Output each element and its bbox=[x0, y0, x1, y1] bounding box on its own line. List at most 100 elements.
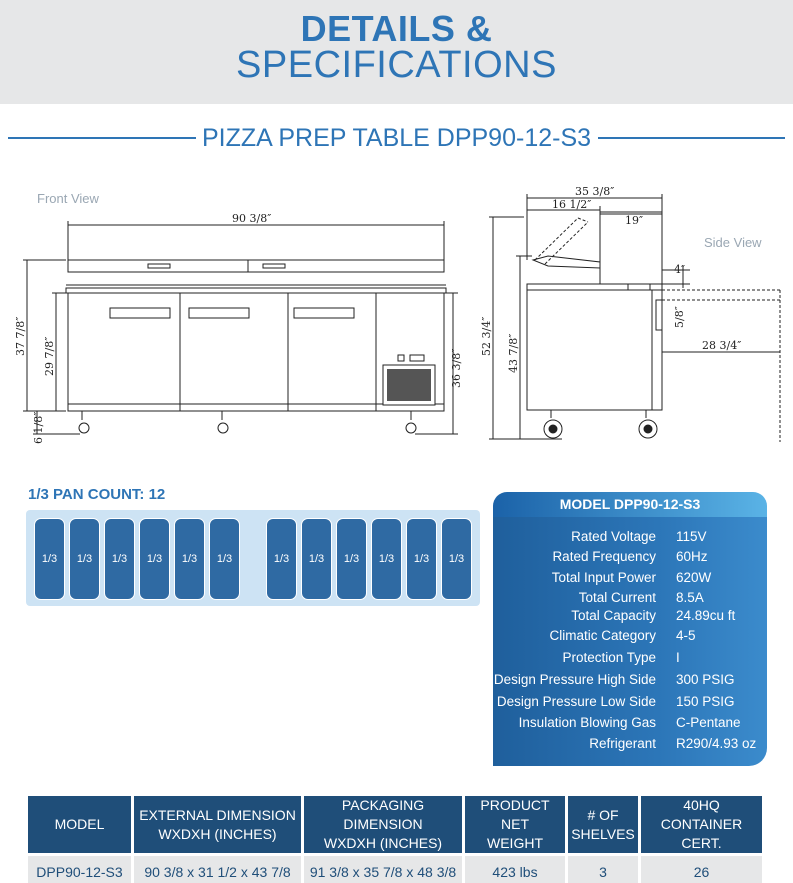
spec-row: Protection Type I bbox=[493, 650, 767, 670]
drawing-svg: Front View bbox=[14, 185, 781, 444]
header-line: # OF bbox=[587, 806, 619, 823]
header-line: WEIGHT bbox=[487, 835, 543, 851]
pan-slot: 1/3 bbox=[406, 518, 437, 600]
front-view-unit bbox=[23, 221, 458, 435]
dim-depth-top: 19″ bbox=[625, 214, 643, 227]
table-cell-model: DPP90-12-S3 bbox=[28, 856, 131, 883]
side-view-unit bbox=[489, 194, 781, 442]
pan-count-title: 1/3 PAN COUNT: 12 bbox=[28, 486, 166, 503]
spec-row: Rated Frequency 60Hz bbox=[493, 549, 767, 569]
pan-slot: 1/3 bbox=[34, 518, 65, 600]
pan-slot: 1/3 bbox=[301, 518, 332, 600]
pan-slot: 1/3 bbox=[441, 518, 472, 600]
pan-slot: 1/3 bbox=[209, 518, 240, 600]
spec-value: 115V bbox=[676, 529, 707, 544]
dim-depth-lid: 16 1/2″ bbox=[552, 198, 591, 211]
pan-slot: 1/3 bbox=[266, 518, 297, 600]
spec-value: C-Pentane bbox=[676, 715, 741, 730]
dim-pan-depth: 4″ bbox=[674, 263, 685, 276]
dim-caster: 6 1/8″ bbox=[32, 412, 45, 444]
spec-table: MODEL EXTERNAL DIMENSION WXDXH (INCHES) P… bbox=[25, 793, 765, 883]
spec-label: Total Input Power bbox=[551, 570, 656, 585]
spec-value: 300 PSIG bbox=[676, 672, 735, 687]
table-cell-net-weight: 423 lbs bbox=[465, 856, 565, 883]
header-line: 40HQ bbox=[683, 797, 720, 813]
table-header-cell: PRODUCT NET WEIGHT bbox=[465, 796, 565, 853]
table-row: DPP90-12-S3 90 3/8 x 31 1/2 x 43 7/8 91 … bbox=[28, 856, 762, 883]
side-view-label: Side View bbox=[704, 235, 762, 250]
dim-side-height-total: 52 3/4″ bbox=[480, 317, 493, 356]
header-line: SHELVES bbox=[571, 825, 635, 842]
spec-panel: MODEL DPP90-12-S3 Rated Voltage 115V Rate… bbox=[493, 492, 767, 766]
table-cell-container: 26 bbox=[641, 856, 762, 883]
front-view-label: Front View bbox=[37, 191, 100, 206]
front-view-dimensions: 90 3/8″ 37 7/8″ 29 7/8″ 6 1/8″ 36 3/8″ bbox=[14, 212, 463, 444]
title-rule-right bbox=[598, 137, 785, 139]
table-cell-external-dimension: 90 3/8 x 31 1/2 x 43 7/8 bbox=[134, 856, 301, 883]
spec-label: Refrigerant bbox=[589, 736, 656, 751]
spec-label: Design Pressure High Side bbox=[493, 672, 656, 687]
pan-slot: 1/3 bbox=[139, 518, 170, 600]
spec-value: 24.89cu ft bbox=[676, 608, 736, 623]
spec-panel-title: MODEL DPP90-12-S3 bbox=[493, 492, 767, 517]
table-cell-packaging-dimension: 91 3/8 x 35 7/8 x 48 3/8 bbox=[304, 856, 462, 883]
dim-height-total: 37 7/8″ bbox=[14, 317, 27, 356]
page-header: DETAILS & SPECIFICATIONS bbox=[0, 0, 793, 104]
spec-label: Rated Voltage bbox=[571, 529, 656, 544]
table-header-row: MODEL EXTERNAL DIMENSION WXDXH (INCHES) P… bbox=[28, 796, 762, 853]
spec-value: R290/4.93 oz bbox=[676, 736, 757, 751]
header-title-line2: SPECIFICATIONS bbox=[236, 44, 557, 86]
spec-label: Total Capacity bbox=[571, 608, 656, 623]
spec-row: Total Input Power 620W bbox=[493, 570, 767, 590]
product-title-bar: PIZZA PREP TABLE DPP90-12-S3 bbox=[8, 118, 785, 154]
spec-value: 620W bbox=[676, 570, 712, 585]
header-line: CONTAINER CERT. bbox=[660, 816, 743, 851]
pan-layout: 1/3 1/3 1/3 1/3 1/3 1/3 1/3 1/3 1/3 1/3 … bbox=[26, 510, 480, 606]
spec-row: Total Current 8.5A bbox=[493, 590, 767, 610]
spec-row: Insulation Blowing Gas C-Pentane bbox=[493, 715, 767, 735]
table-header-cell: MODEL bbox=[28, 796, 131, 853]
dim-height-work: 29 7/8″ bbox=[43, 337, 56, 376]
header-line: EXTERNAL DIMENSION bbox=[139, 806, 296, 823]
spec-row: Refrigerant R290/4.93 oz bbox=[493, 736, 767, 756]
pan-slot: 1/3 bbox=[336, 518, 367, 600]
spec-value: I bbox=[676, 650, 680, 665]
header-line: PACKAGING DIMENSION bbox=[341, 797, 425, 832]
dim-board: 5/8″ bbox=[673, 306, 686, 328]
header-line: WXDXH (INCHES) bbox=[158, 825, 277, 842]
pan-slot: 1/3 bbox=[371, 518, 402, 600]
spec-value: 8.5A bbox=[676, 590, 704, 605]
spec-label: Protection Type bbox=[562, 650, 656, 665]
spec-value: 150 PSIG bbox=[676, 694, 735, 709]
table-cell-shelves: 3 bbox=[568, 856, 638, 883]
dim-body-depth: 28 3/4″ bbox=[702, 339, 741, 352]
product-title: PIZZA PREP TABLE DPP90-12-S3 bbox=[201, 124, 592, 152]
dim-right-height: 36 3/8″ bbox=[450, 349, 463, 388]
technical-drawing: Front View bbox=[0, 180, 793, 445]
title-rule-left bbox=[8, 137, 196, 139]
spec-row: Rated Voltage 115V bbox=[493, 529, 767, 549]
pan-slot: 1/3 bbox=[69, 518, 100, 600]
dim-depth-total: 35 3/8″ bbox=[575, 185, 614, 198]
spec-panel-body: Rated Voltage 115V Rated Frequency 60Hz To… bbox=[493, 517, 767, 766]
spec-row: Design Pressure High Side 300 PSIG bbox=[493, 672, 767, 692]
spec-value: 60Hz bbox=[676, 549, 708, 564]
header-line: MODEL bbox=[54, 816, 105, 832]
spec-label: Rated Frequency bbox=[552, 549, 656, 564]
header-line: PRODUCT NET bbox=[480, 797, 550, 832]
table-header-cell: EXTERNAL DIMENSION WXDXH (INCHES) bbox=[134, 796, 301, 853]
spec-label: Climatic Category bbox=[549, 628, 656, 643]
header-line: WXDXH (INCHES) bbox=[323, 835, 443, 851]
table-header-cell: # OF SHELVES bbox=[568, 796, 638, 853]
table-header-cell: 40HQ CONTAINER CERT. bbox=[641, 796, 762, 853]
header-title-line1: DETAILS & bbox=[300, 8, 493, 49]
pan-slot: 1/3 bbox=[104, 518, 135, 600]
dim-width: 90 3/8″ bbox=[232, 212, 271, 225]
spec-row: Total Capacity 24.89cu ft bbox=[493, 608, 767, 628]
side-view-dimensions: 35 3/8″ 16 1/2″ 19″ 4″ 5/8″ 28 3/4″ 52 3… bbox=[480, 185, 741, 373]
spec-label: Insulation Blowing Gas bbox=[518, 715, 656, 730]
dim-side-height-work: 43 7/8″ bbox=[507, 334, 520, 373]
spec-label: Total Current bbox=[578, 590, 656, 605]
